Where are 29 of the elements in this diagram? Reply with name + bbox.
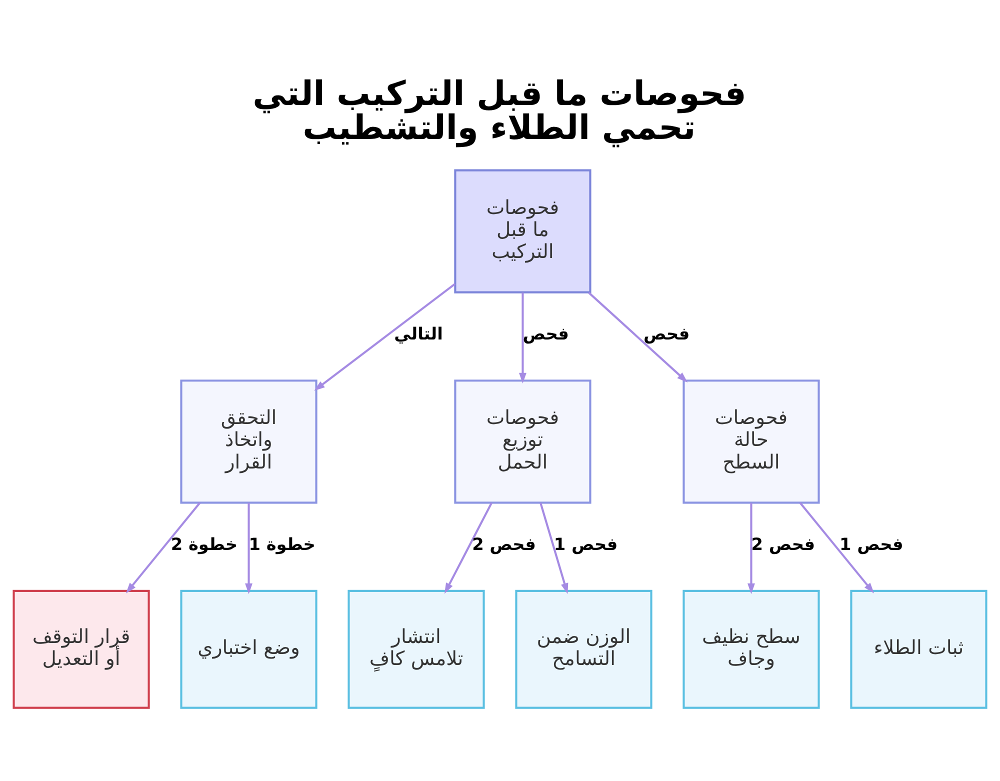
edge-label: فحص 1 <box>840 533 904 554</box>
edge-label: خطوة 1 <box>248 533 316 554</box>
edge-label: خطوة 2 <box>170 533 238 554</box>
node-box: ثبات الطلاء <box>850 589 988 708</box>
edge-label: فحص 2 <box>472 533 536 554</box>
node-box: فحوصات توزيع الحمل <box>454 379 592 504</box>
edge-label: فحص 2 <box>751 533 816 554</box>
diagram-title: فحوصات ما قبل التركيب التي تحمي الطلاء والتشطيب <box>252 74 746 146</box>
arrow <box>314 282 456 390</box>
arrow <box>540 502 568 594</box>
node-box: فحوصات ما قبل التركيب <box>454 168 592 293</box>
node-box: وضع اختباري <box>180 589 318 708</box>
arrow <box>799 502 874 593</box>
node-box: فحوصات حالة السطح <box>682 379 820 504</box>
arrow <box>588 291 688 382</box>
arrow <box>518 292 526 384</box>
node-box: انتشار تلامس كافٍ <box>348 589 485 708</box>
node-box: سطح نظيف وجاف <box>682 589 820 708</box>
edge-label: فحص <box>643 323 690 344</box>
node-box: التحقق واتخاذ القرار <box>180 379 318 504</box>
edge-label: فحص <box>522 323 569 344</box>
edge-label: التالي <box>394 323 443 344</box>
node-box: الوزن ضمن التسامح <box>515 589 652 708</box>
edge-label: فحص 1 <box>554 533 618 554</box>
arrow <box>245 502 252 594</box>
arrow <box>126 502 201 593</box>
arrow <box>444 502 493 594</box>
arrow <box>748 502 755 594</box>
node-box: قرار التوقف أو التعديل <box>12 589 150 708</box>
